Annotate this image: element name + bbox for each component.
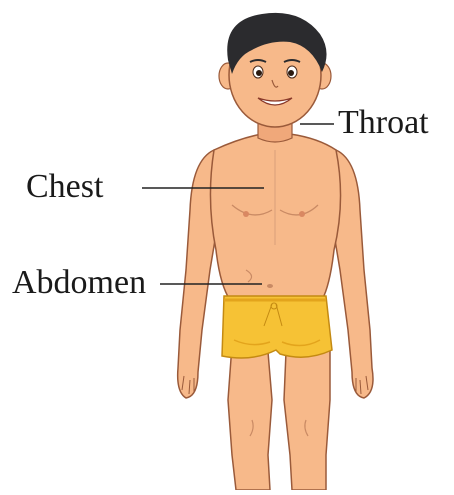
- chest-label: Chest: [26, 170, 103, 204]
- throat-label: Throat: [338, 106, 429, 140]
- legs: [228, 345, 330, 490]
- torso: [210, 134, 340, 300]
- shorts: [222, 296, 332, 358]
- head: [219, 13, 331, 127]
- abdomen-label: Abdomen: [12, 266, 146, 300]
